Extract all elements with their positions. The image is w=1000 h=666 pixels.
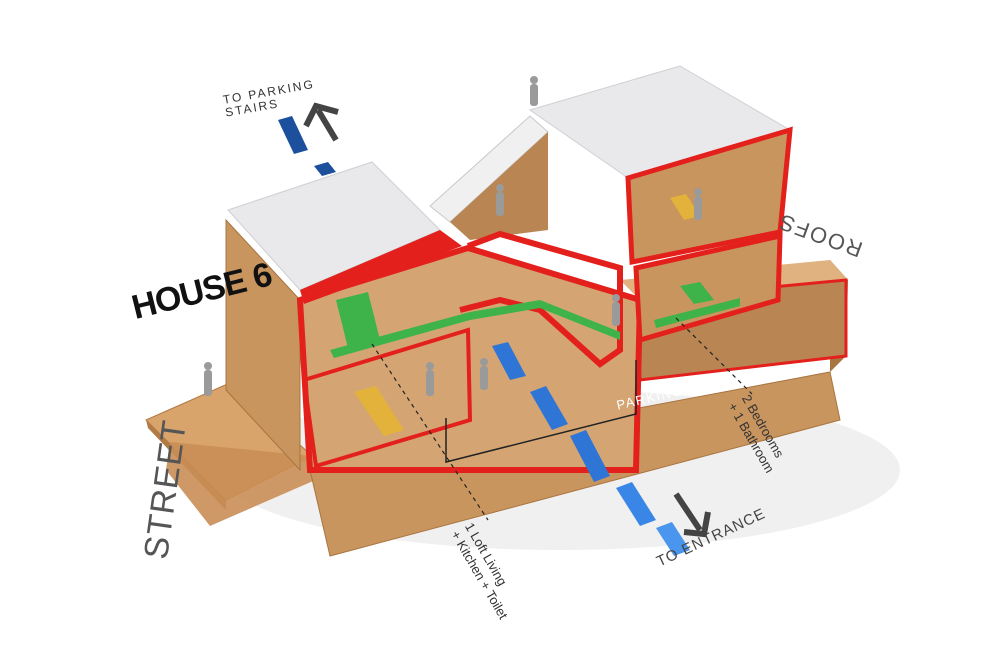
floor-plate-loft-branch	[336, 292, 380, 348]
figure-stair-mid	[496, 184, 504, 216]
figure-stair-low	[612, 294, 620, 326]
floor-mark-lower	[354, 386, 404, 436]
arrow-up-icon	[303, 102, 339, 142]
floor-mark-upper	[670, 194, 700, 220]
path-dash-5	[656, 522, 690, 556]
path-dash-4	[616, 482, 656, 526]
floor-plate-bedroom	[654, 298, 740, 328]
figure-street	[204, 362, 212, 396]
parking-outline	[445, 360, 637, 463]
figure-loft	[426, 362, 434, 396]
figure-upper-room	[694, 188, 702, 220]
figure-parking	[480, 358, 488, 390]
path-dash-3	[570, 430, 610, 482]
floor-plate-loft	[330, 312, 470, 358]
bedroom-leader-line	[675, 317, 753, 395]
path-dash-2	[530, 386, 568, 430]
right-house-upper-section	[625, 126, 793, 266]
floor-plate-stair	[470, 300, 620, 340]
interior-stair-section	[459, 230, 623, 368]
path-dash-top-2	[314, 162, 336, 176]
path-dash-1	[492, 342, 526, 380]
left-house-roof-side	[300, 230, 462, 304]
arrow-down-icon	[673, 492, 711, 538]
path-dash-top-1	[278, 116, 308, 154]
scale-figures	[204, 76, 702, 396]
left-house-front-wall	[225, 218, 301, 472]
figure-stair-top	[530, 76, 538, 106]
street-deck-lower	[166, 442, 320, 526]
circulation-path	[278, 116, 690, 556]
loft-leader-line	[371, 343, 489, 521]
floor-plate-bedroom-branch	[680, 282, 714, 304]
right-house-lower-section	[633, 232, 783, 344]
lower-storey-section	[301, 327, 473, 469]
